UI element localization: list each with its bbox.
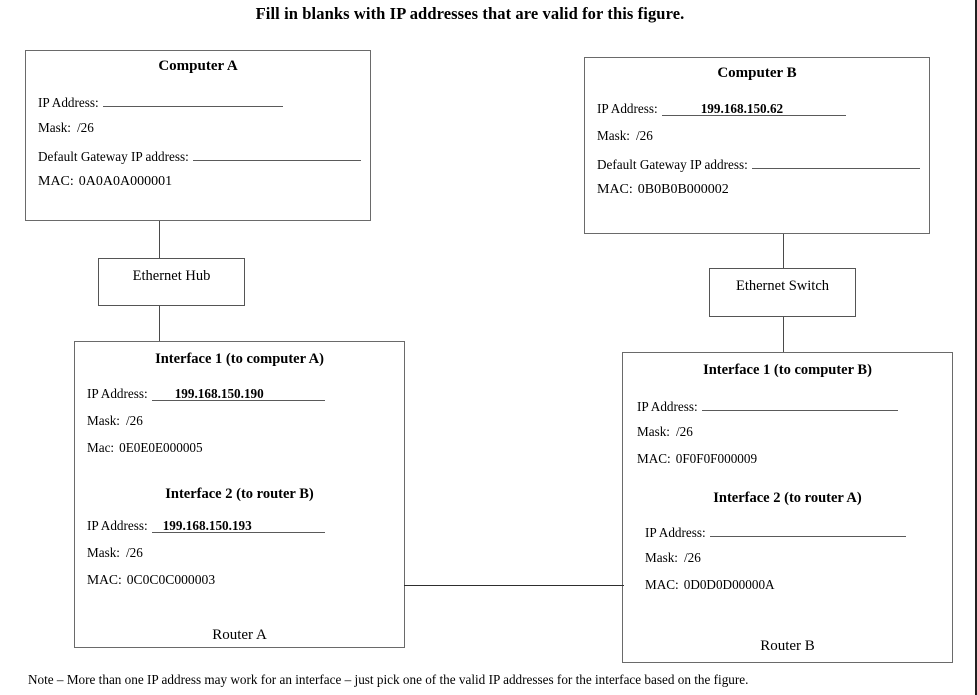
computer-b-ip-value: 199.168.150.62 (700, 101, 784, 116)
ethernet-hub-box: Ethernet Hub (98, 258, 245, 306)
router-a-box: Interface 1 (to computer A) IP Address: … (74, 341, 405, 648)
router-b-label: Router B (760, 638, 815, 654)
link-computer-b-to-switch (783, 234, 785, 268)
computer-a-box: Computer A IP Address: Mask: /26 Default… (25, 50, 371, 221)
mask-label: Mask: (597, 128, 630, 143)
computer-b-ip-input[interactable]: 199.168.150.62 (661, 101, 847, 116)
router-b-if2-ip-row: IP Address: (645, 523, 906, 541)
router-a-interface2-title: Interface 2 (to router B) (165, 486, 314, 502)
computer-b-ip-row: IP Address: 199.168.150.62 (597, 101, 847, 117)
default-gateway-label: Default Gateway IP address: (597, 156, 748, 172)
mask-label: Mask: (87, 545, 120, 560)
computer-a-gateway-input[interactable] (192, 147, 361, 161)
router-b-box: Interface 1 (to computer B) IP Address: … (622, 352, 953, 663)
computer-a-mask-value: /26 (76, 120, 94, 135)
ip-address-label: IP Address: (645, 524, 706, 540)
computer-b-box: Computer B IP Address: 199.168.150.62 Ma… (584, 57, 930, 234)
router-b-if1-mask-row: Mask: /26 (637, 424, 693, 440)
router-a-if1-ip-value: 199.168.150.190 (174, 386, 264, 401)
router-a-if1-ip-row: IP Address: 199.168.150.190 (87, 386, 325, 402)
computer-a-mac-value: 0A0A0A000001 (78, 174, 173, 189)
computer-b-gateway-input[interactable] (751, 155, 920, 169)
ip-address-label: IP Address: (597, 101, 658, 116)
page-edge-line (975, 0, 977, 695)
mask-label: Mask: (645, 550, 678, 565)
router-a-interface1-title: Interface 1 (to computer A) (155, 351, 324, 367)
router-a-if2-mask-row: Mask: /26 (87, 545, 143, 561)
link-switch-to-router-b (783, 317, 785, 353)
mac-label: Mac: (87, 440, 115, 455)
computer-a-gateway-row: Default Gateway IP address: (38, 147, 361, 165)
computer-b-mac-row: MAC: 0B0B0B000002 (597, 182, 729, 198)
router-b-interface1-title: Interface 1 (to computer B) (703, 362, 872, 378)
router-a-if2-mask-value: /26 (125, 545, 143, 560)
router-a-if2-ip-input[interactable]: 199.168.150.193 (151, 518, 325, 533)
link-router-a-to-router-b (404, 585, 624, 587)
computer-a-ip-row: IP Address: (38, 93, 283, 111)
router-a-if1-mac-value: 0E0E0E000005 (119, 440, 203, 455)
mac-label: MAC: (597, 182, 633, 197)
computer-a-mask-row: Mask: /26 (38, 120, 94, 136)
router-a-if1-mask-value: /26 (125, 413, 143, 428)
computer-a-ip-input[interactable] (102, 93, 283, 107)
page-title: Fill in blanks with IP addresses that ar… (255, 4, 685, 23)
ip-address-label: IP Address: (637, 398, 698, 414)
router-b-if2-mask-row: Mask: /26 (645, 550, 701, 566)
ip-address-label: IP Address: (87, 386, 148, 401)
router-a-label: Router A (212, 627, 267, 643)
mac-label: MAC: (87, 572, 122, 587)
router-a-if2-ip-value: 199.168.150.193 (162, 518, 252, 533)
link-computer-a-to-hub (159, 221, 161, 258)
computer-a-title: Computer A (158, 58, 238, 74)
router-b-if2-mac-row: MAC: 0D0D0D00000A (645, 577, 775, 593)
mac-label: MAC: (645, 577, 679, 592)
mask-label: Mask: (87, 413, 120, 428)
router-b-if1-ip-input[interactable] (701, 397, 898, 411)
computer-b-mac-value: 0B0B0B000002 (637, 182, 729, 197)
ethernet-switch-label: Ethernet Switch (735, 278, 830, 294)
router-a-if2-mac-row: MAC: 0C0C0C000003 (87, 572, 215, 588)
computer-b-gateway-row: Default Gateway IP address: (597, 155, 920, 173)
router-b-if1-ip-row: IP Address: (637, 397, 898, 415)
computer-b-title: Computer B (717, 65, 797, 81)
mask-label: Mask: (637, 424, 670, 439)
router-b-if1-mac-row: MAC: 0F0F0F000009 (637, 451, 757, 467)
router-a-if2-mac-value: 0C0C0C000003 (126, 572, 216, 587)
default-gateway-label: Default Gateway IP address: (38, 148, 189, 164)
router-b-if2-mac-value: 0D0D0D00000A (683, 577, 775, 592)
router-a-if1-ip-input[interactable]: 199.168.150.190 (151, 386, 325, 401)
computer-b-mask-row: Mask: /26 (597, 128, 653, 144)
mac-label: MAC: (38, 174, 74, 189)
mask-label: Mask: (38, 120, 71, 135)
computer-a-mac-row: MAC: 0A0A0A000001 (38, 174, 172, 190)
ethernet-switch-box: Ethernet Switch (709, 268, 856, 317)
router-b-if2-ip-input[interactable] (709, 523, 906, 537)
router-b-if1-mac-value: 0F0F0F000009 (675, 451, 758, 466)
router-b-interface2-title: Interface 2 (to router A) (713, 490, 862, 506)
router-b-if1-mask-value: /26 (675, 424, 693, 439)
ip-address-label: IP Address: (38, 94, 99, 110)
router-a-if1-mask-row: Mask: /26 (87, 413, 143, 429)
ethernet-hub-label: Ethernet Hub (132, 267, 211, 284)
footer-note: Note – More than one IP address may work… (28, 672, 749, 687)
router-a-if1-mac-row: Mac: 0E0E0E000005 (87, 440, 203, 456)
link-hub-to-router-a (159, 306, 161, 342)
computer-b-mask-value: /26 (635, 128, 653, 143)
mac-label: MAC: (637, 451, 671, 466)
ip-address-label: IP Address: (87, 518, 148, 533)
router-b-if2-mask-value: /26 (683, 550, 701, 565)
router-a-if2-ip-row: IP Address: 199.168.150.193 (87, 518, 325, 534)
